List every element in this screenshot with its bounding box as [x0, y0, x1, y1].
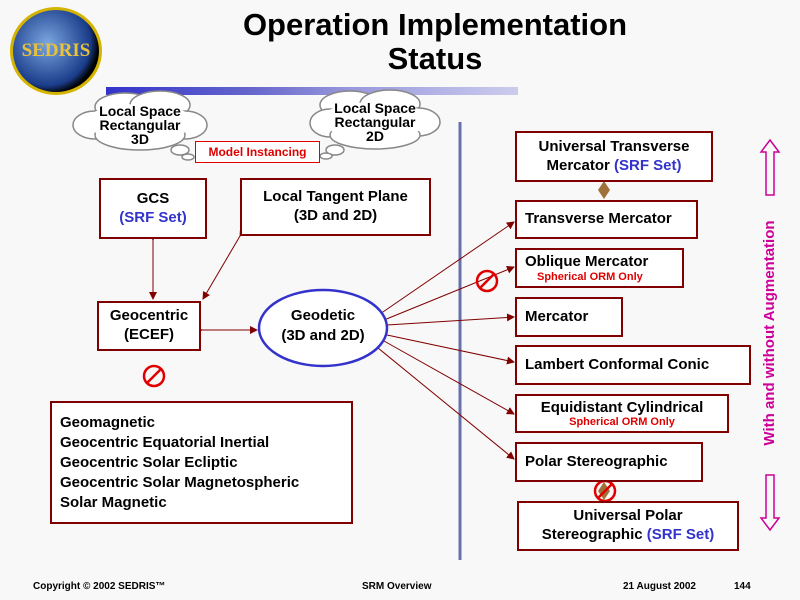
footer-date: 21 August 2002 — [623, 581, 696, 592]
ups-label: Universal Polar — [573, 507, 683, 525]
cloud-text: Rectangular — [334, 114, 416, 130]
page-number: 144 — [734, 581, 751, 592]
gcs-label: GCS — [136, 189, 170, 207]
title-line1: Operation Implementation — [242, 7, 628, 42]
geodetic-sub: (3D and 2D) — [281, 327, 365, 344]
cloud-text: 3D — [131, 131, 149, 147]
page-title: Operation Implementation Status — [170, 8, 700, 76]
ltp-sub: (3D and 2D) — [293, 207, 378, 224]
ps-box: Polar Stereographic — [515, 442, 703, 482]
model-instancing-label: Model Instancing — [195, 141, 320, 163]
srf-item: Geocentric Solar Ecliptic — [60, 453, 238, 471]
ups-label2: Stereographic — [541, 526, 647, 543]
srf-set-label: (SRF Set) — [119, 208, 187, 226]
srf-set-label: (SRF Set) — [646, 526, 715, 543]
title-line2: Status — [387, 41, 483, 76]
srf-item: Solar Magnetic — [60, 493, 167, 511]
om-note: Spherical ORM Only — [537, 270, 643, 283]
srf-item: Geomagnetic — [60, 413, 156, 431]
srf-item: Geocentric Solar Magnetospheric — [60, 473, 300, 491]
footer-copyright: Copyright © 2002 SEDRIS™ — [33, 581, 166, 592]
gcs-box: GCS(SRF Set) — [99, 178, 207, 239]
tm-box: Transverse Mercator — [515, 200, 698, 239]
cloud-right — [309, 89, 441, 160]
ltp-label: Local Tangent Plane — [263, 188, 408, 206]
ec-label: Equidistant Cylindrical — [540, 398, 704, 416]
tm-label: Transverse Mercator — [525, 210, 672, 228]
sedris-logo: SEDRIS — [10, 7, 102, 95]
mercator-label: Mercator — [525, 307, 589, 325]
cloud-text: Local Space — [99, 103, 181, 119]
cloud-left — [72, 90, 208, 161]
om-label: Oblique Mercator — [525, 253, 649, 271]
geocentric-label: Geocentric — [109, 307, 189, 325]
lcc-box: Lambert Conformal Conic — [515, 345, 751, 385]
ltp-box: Local Tangent Plane(3D and 2D) — [240, 178, 431, 236]
geocentric-sub: (ECEF) — [124, 326, 174, 343]
srf-item: Geocentric Equatorial Inertial — [60, 433, 270, 451]
ec-note: Spherical ORM Only — [569, 416, 675, 429]
geodetic-node: Geodetic (3D and 2D) — [259, 306, 387, 350]
augmentation-label: With and without Augmentation — [761, 220, 778, 446]
logo-text: SEDRIS — [21, 40, 91, 61]
lcc-label: Lambert Conformal Conic — [525, 355, 710, 373]
ps-label: Polar Stereographic — [525, 452, 668, 470]
geodetic-label: Geodetic — [290, 307, 356, 324]
augmentation-arrows — [759, 138, 781, 532]
mercator-box: Mercator — [515, 297, 623, 337]
utm-label: Universal Transverse — [538, 137, 690, 155]
cloud-text: Local Space — [334, 100, 416, 116]
cloud-text: Rectangular — [99, 117, 181, 133]
utm-label2: Mercator — [546, 156, 615, 174]
geocentric-box: Geocentric(ECEF) — [97, 301, 201, 351]
srf-set-label: (SRF Set) — [614, 156, 682, 174]
cloud-text: 2D — [366, 128, 384, 144]
footer-title: SRM Overview — [362, 581, 432, 592]
title-underline — [106, 87, 518, 95]
geodetic-ellipse — [257, 288, 389, 368]
